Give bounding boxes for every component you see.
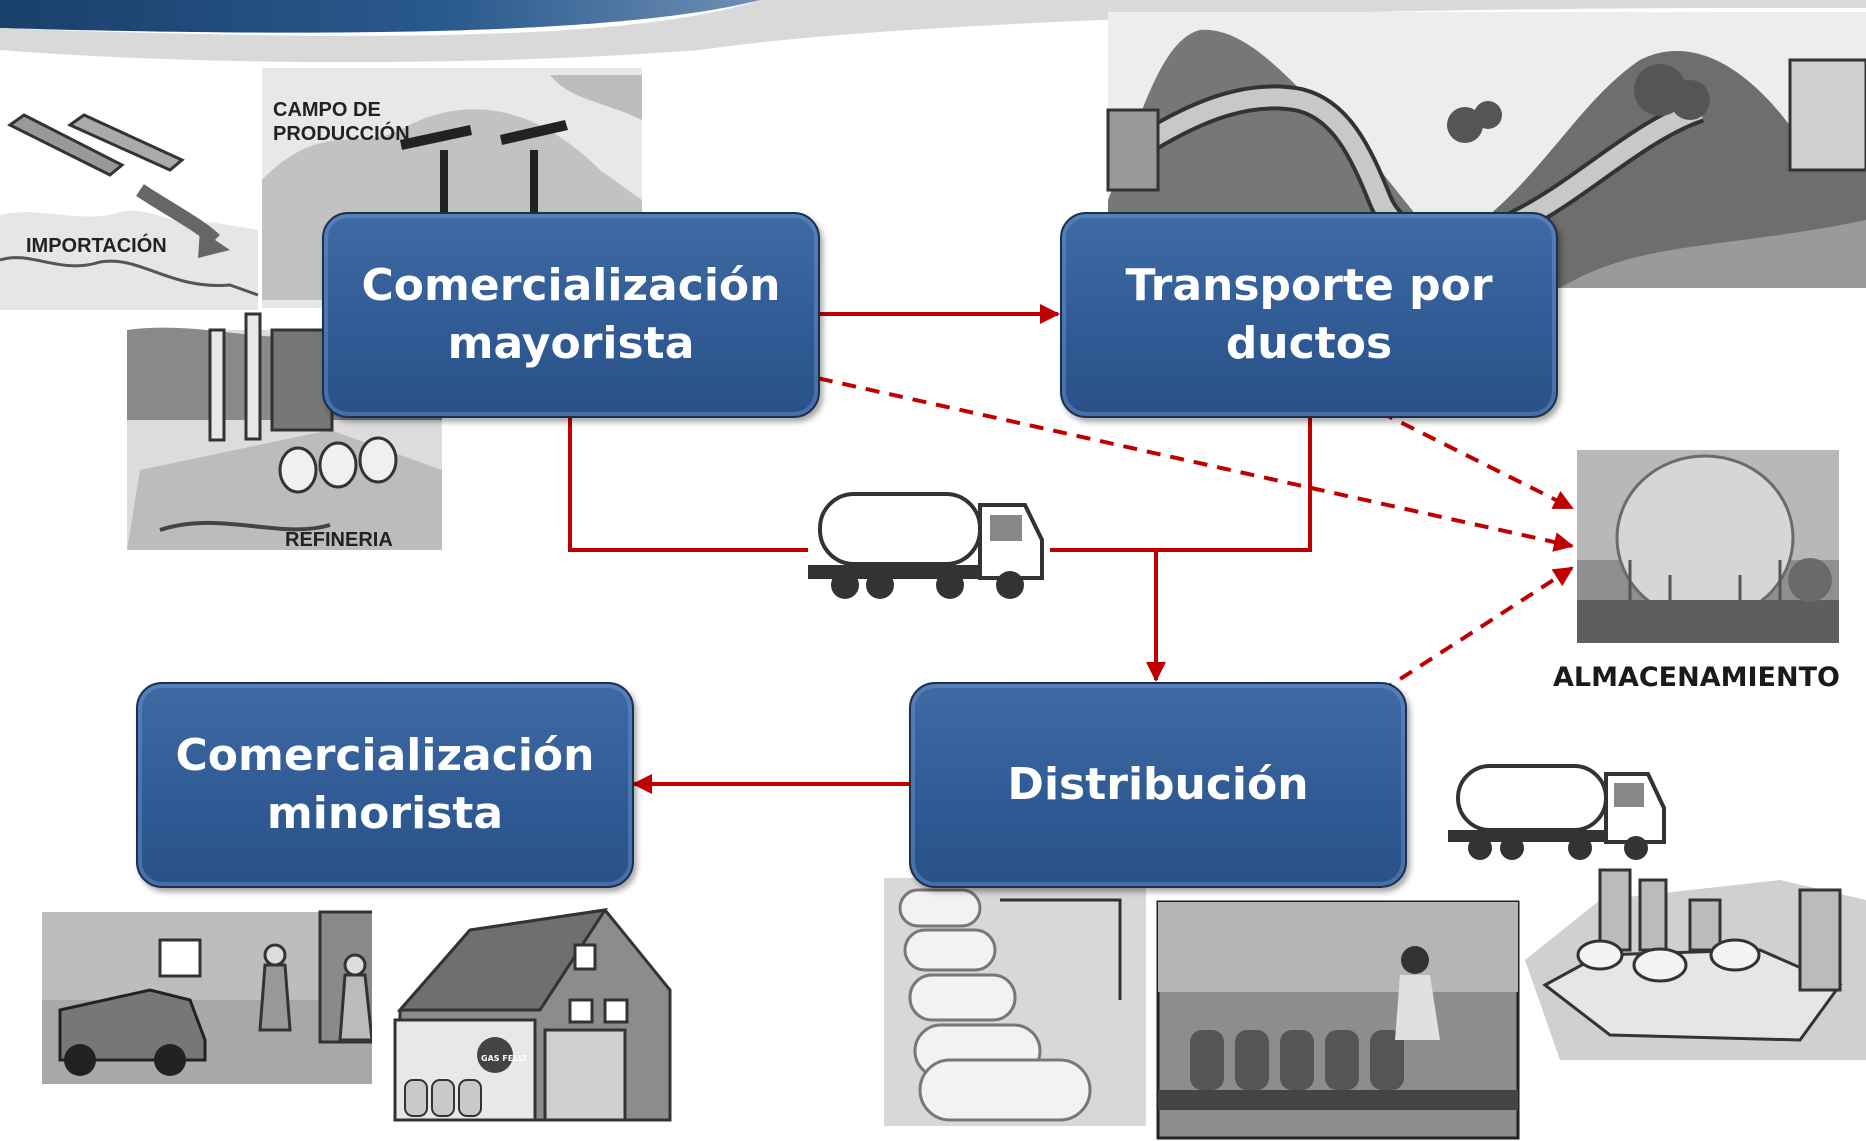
city-storage-illustration bbox=[1525, 868, 1866, 1060]
node-comercializacion-mayorista: Comercialización mayorista bbox=[322, 212, 820, 418]
node-comercializacion-minorista: Comercialización minorista bbox=[136, 682, 634, 888]
tank-truck-center bbox=[808, 492, 1044, 599]
storage-tanks-photo bbox=[884, 878, 1146, 1126]
node-comercializacion-minorista-line2: minorista bbox=[266, 788, 504, 839]
campo-label-line2: PRODUCCIÓN bbox=[273, 121, 410, 145]
node-distribucion: Distribución bbox=[909, 682, 1407, 888]
node-comercializacion-minorista-line1: Comercialización bbox=[175, 730, 595, 781]
import-illustration bbox=[0, 110, 259, 310]
tank-truck-right bbox=[1448, 764, 1666, 860]
gas-feliz-sign: GAS FELIZ bbox=[481, 1054, 527, 1063]
node-transporte-line2: ductos bbox=[1225, 318, 1393, 369]
refineria-label: REFINERIA bbox=[285, 529, 393, 551]
node-transporte-por-ductos: Transporte por ductos bbox=[1060, 212, 1558, 418]
node-transporte-line1: Transporte por bbox=[1125, 260, 1493, 311]
almacenamiento-label: ALMACENAMIENTO bbox=[1553, 662, 1840, 693]
filling-plant-photo bbox=[1156, 900, 1520, 1140]
dashed-mayorista-to-storage bbox=[771, 366, 1574, 552]
flow-arrows bbox=[568, 304, 1312, 794]
node-distribucion-label: Distribución bbox=[1007, 759, 1309, 810]
dashed-distribucion-to-storage bbox=[1378, 566, 1574, 694]
line-truck-to-ductos bbox=[1050, 418, 1312, 552]
importacion-label: IMPORTACIÓN bbox=[26, 233, 167, 257]
delivery-street-illustration bbox=[42, 910, 402, 1084]
dashed-transporte-to-storage bbox=[1379, 410, 1574, 510]
node-comercializacion-mayorista-line1: Comercialización bbox=[361, 260, 781, 311]
line-mayorista-down bbox=[568, 418, 808, 552]
gas-store-house-illustration bbox=[372, 900, 686, 1130]
storage-photo bbox=[1577, 450, 1839, 643]
header-banner bbox=[0, 0, 1866, 63]
storage-dashed-arrows bbox=[771, 366, 1574, 694]
node-comercializacion-mayorista-line2: mayorista bbox=[447, 318, 695, 369]
campo-label-line1: CAMPO DE bbox=[273, 99, 381, 121]
